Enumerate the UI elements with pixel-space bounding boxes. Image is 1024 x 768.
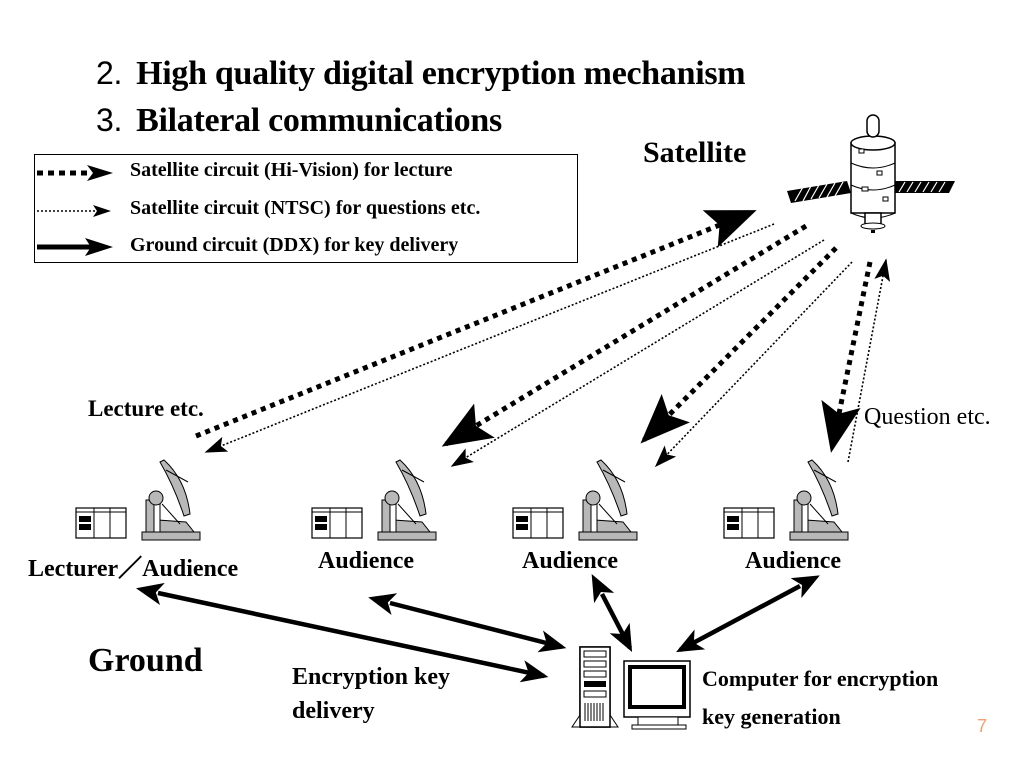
ntsc-uplink-question [847,258,891,463]
legend-label-ntsc: Satellite circuit (NTSC) for questions e… [130,197,481,219]
heading-2-number: 2. [96,55,123,91]
legend-label-ddx: Ground circuit (DDX) for key delivery [130,234,459,256]
computer-label-2: key generation [702,704,841,729]
heading-3-text: Bilateral communications [136,102,502,139]
ddx-link-audience-2 [591,574,633,652]
equipment-rack-icon [723,507,775,539]
heading-2: 2. High quality digital encryption mechan… [96,55,746,93]
satellite-dish-icon [578,459,638,541]
hivision-downlink-audience-3 [821,261,873,453]
ddx-link-lecturer [136,582,549,683]
station-label-audience-2: Audience [522,548,618,574]
satellite-icon [787,114,955,233]
heading-3: 3. Bilateral communications [96,102,502,140]
legend-thin-dotted-arrow-icon [37,205,111,217]
ntsc-downlink-lecturer [204,223,775,453]
station-label-audience-3: Audience [745,548,841,574]
ground-label: Ground [88,642,203,679]
legend-arrows [37,165,113,256]
satellite-label: Satellite [643,136,747,169]
legend-solid-arrow-icon [37,238,113,256]
heading-3-number: 3. [96,102,123,138]
equipment-rack-icon [75,507,127,539]
earth-station-icon [311,459,437,541]
equipment-rack-icon [311,507,363,539]
monitor-icon [623,660,691,730]
page-number: 7 [977,716,988,736]
ntsc-downlink-audience-1 [450,239,825,467]
legend-thick-dotted-arrow-icon [37,165,113,181]
ntsc-downlink-audience-2 [654,261,853,468]
earth-station-icon [723,459,849,541]
hivision-uplink-lecturer [195,209,757,439]
station-label-lecturer: Lecturer／Audience [28,556,239,582]
satellite-dish-icon [377,459,437,541]
lecture-label: Lecture etc. [88,396,204,421]
satellite-dish-icon [141,459,201,541]
computer-icon [571,646,691,730]
key-delivery-label-1: Encryption key [292,664,451,690]
earth-station-icon [75,459,201,541]
satellite-dish-icon [789,459,849,541]
ddx-link-audience-3 [676,575,820,653]
station-label-audience-1: Audience [318,548,414,574]
solar-panel-left [787,181,851,203]
hivision-downlink-audience-1 [441,223,808,447]
earth-station-icon [512,459,638,541]
key-delivery-label-2: delivery [292,698,375,724]
equipment-rack-icon [512,507,564,539]
question-label: Question etc. [864,404,991,430]
legend-box: Satellite circuit (Hi-Vision) for lectur… [34,154,578,263]
server-tower-icon [571,646,619,728]
legend-label-hivision: Satellite circuit (Hi-Vision) for lectur… [130,159,453,181]
ddx-link-audience-1 [368,593,567,653]
solar-panel-right [891,181,955,193]
hivision-downlink-audience-2 [640,246,838,444]
computer-label-1: Computer for encryption [702,666,939,691]
heading-2-text: High quality digital encryption mechanis… [136,55,746,92]
